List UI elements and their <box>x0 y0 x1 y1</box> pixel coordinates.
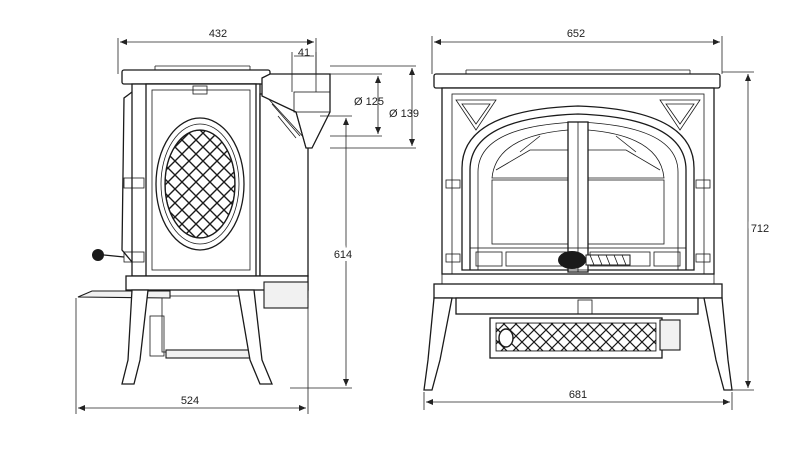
side-back-leg <box>237 289 273 385</box>
dim-flue-height: 614 <box>334 249 352 261</box>
side-front-leg <box>121 289 149 385</box>
front-top-plate <box>433 73 721 89</box>
side-flue-collar <box>261 73 331 149</box>
front-door-handle <box>558 251 586 269</box>
front-right-leg <box>703 297 733 391</box>
dim-flue-outer: Ø 139 <box>389 108 419 120</box>
dim-side-base: 524 <box>181 395 199 407</box>
dim-side-width: 432 <box>209 28 227 40</box>
side-oval-frame <box>155 117 245 251</box>
front-view <box>423 69 733 391</box>
dimension-labels: 432 41 Ø 125 Ø 139 614 524 652 712 681 <box>181 28 772 407</box>
dimension-lines <box>75 36 754 414</box>
front-left-leg <box>423 297 453 391</box>
dim-side-offset: 41 <box>298 47 310 59</box>
dim-front-base: 681 <box>569 389 587 401</box>
side-ash-lip <box>77 290 171 299</box>
front-base-plate <box>433 283 723 299</box>
side-view <box>77 65 331 385</box>
side-top-plate <box>121 69 271 85</box>
dim-front-height: 712 <box>751 223 769 235</box>
side-oval-lattice <box>165 130 235 238</box>
dim-front-width: 652 <box>567 28 585 40</box>
dim-flue-inner: Ø 125 <box>354 96 384 108</box>
side-handle-knob <box>92 249 104 261</box>
